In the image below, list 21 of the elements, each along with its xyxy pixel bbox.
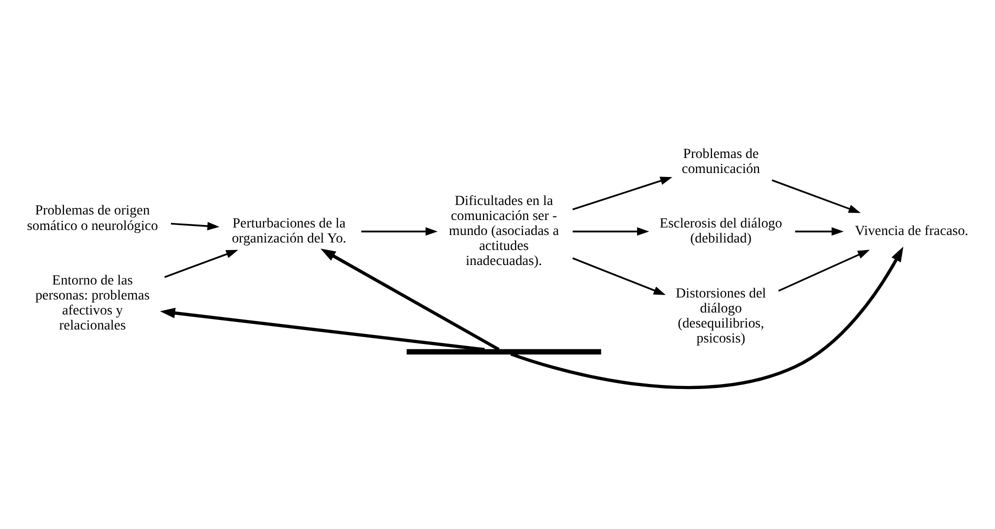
arrow <box>572 226 649 236</box>
arrow <box>771 178 860 213</box>
arrow <box>510 246 903 388</box>
node-text: Vivencia de fracaso. <box>854 224 968 239</box>
arrow <box>360 226 438 236</box>
node-bar <box>406 348 601 354</box>
node-text: Problemas de origen somático o neurológico <box>26 203 158 234</box>
node-text: Distorsiones del diálogo (desequilibrios, psicosis) <box>675 286 766 346</box>
arrow <box>794 226 844 236</box>
node-text: Esclerosis del diálogo (debilidad) <box>659 216 782 246</box>
arrow <box>778 249 870 292</box>
arrow <box>572 256 666 294</box>
node-text: Perturbaciones de la organización del Yo. <box>231 216 346 246</box>
node-text: Dificultades en la comunicación ser - mundo (asociadas a actitudes inadecuadas). <box>448 194 558 269</box>
arrow <box>170 221 219 230</box>
arrow <box>572 176 672 210</box>
arrow <box>320 248 500 350</box>
arrow <box>160 307 484 351</box>
node-text: Entorno de las personas: problemas afectivos y relacionales <box>34 273 150 334</box>
node-text: Problemas de comunicación <box>681 146 760 176</box>
arrow <box>164 249 238 278</box>
